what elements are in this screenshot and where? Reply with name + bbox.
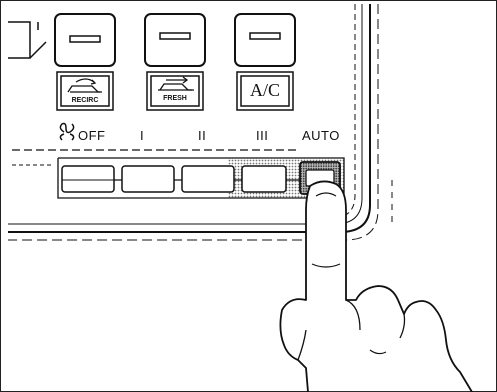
ac-button[interactable] — [236, 71, 294, 111]
fan-speed-key-3[interactable] — [241, 165, 287, 193]
fresh-label: FRESH — [163, 95, 187, 102]
fan-speed-key-1[interactable] — [121, 165, 175, 193]
recirc-label: RECIRC — [71, 97, 99, 104]
fresh-button[interactable] — [146, 71, 204, 111]
fresh-car-icon — [158, 76, 194, 91]
fan-speed-label-1: I — [140, 128, 145, 143]
indicator-button-ac[interactable] — [234, 13, 296, 67]
fan-icon — [59, 122, 75, 141]
hand-pressing-auto-illustration — [279, 180, 473, 392]
fan-speed-label-off: OFF — [78, 128, 106, 143]
fan-speed-key-off[interactable] — [61, 165, 115, 193]
indicator-button-recirc[interactable] — [54, 13, 116, 67]
panel-corner-bracket — [8, 21, 47, 59]
fan-speed-label-auto: AUTO — [302, 128, 340, 143]
ac-label: A/C — [249, 80, 280, 100]
fan-speed-key-2[interactable] — [181, 165, 235, 193]
recirc-button[interactable] — [56, 71, 114, 111]
recirc-car-icon — [67, 78, 102, 93]
fan-speed-label-3: III — [256, 128, 269, 143]
indicator-button-fresh[interactable] — [144, 13, 206, 67]
fan-speed-label-2: II — [198, 128, 207, 143]
